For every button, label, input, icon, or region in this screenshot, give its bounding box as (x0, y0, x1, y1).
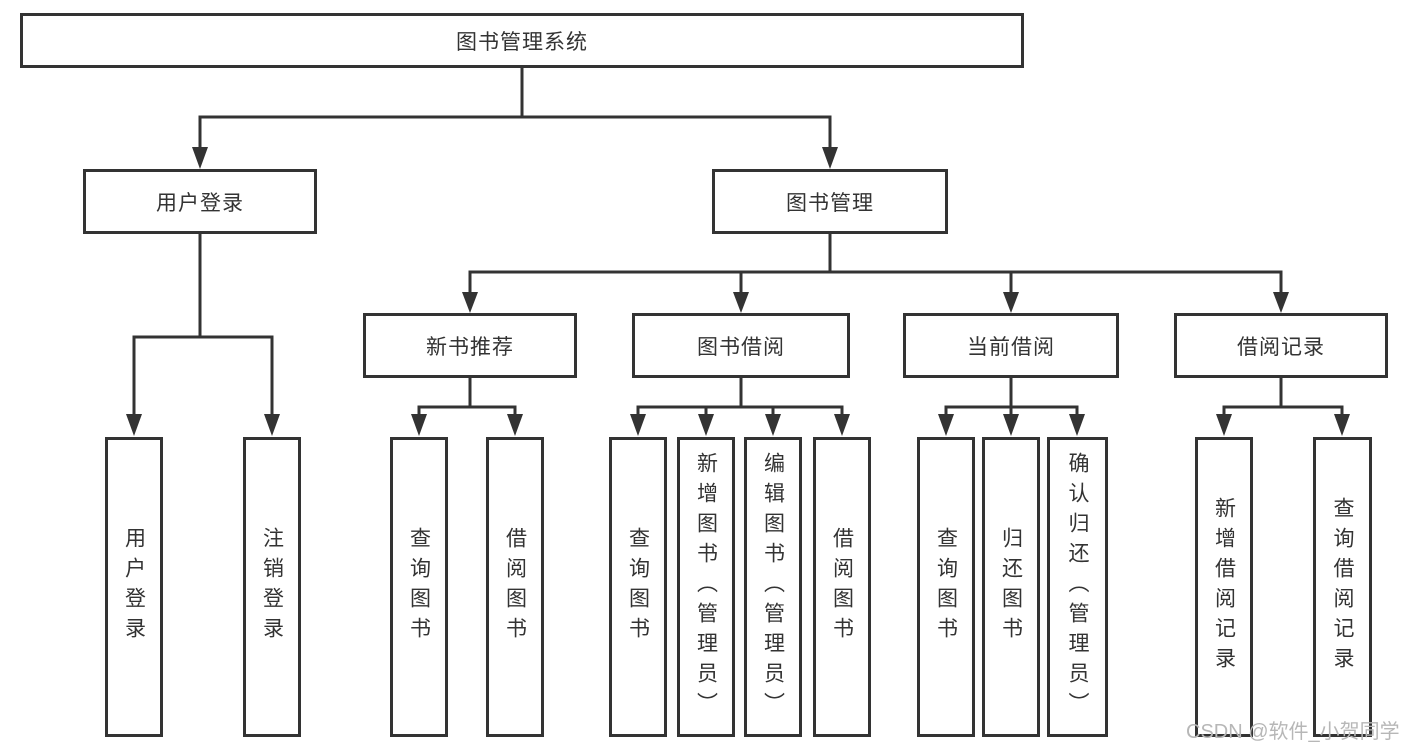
leaf-add-borrow-record-label: 新增借阅记录 (1212, 497, 1236, 677)
watermark: CSDN @软件_小贺同学 (1186, 721, 1400, 743)
leaf-query-books-1: 查询图书 (390, 437, 448, 737)
leaf-borrow-books-1: 借阅图书 (486, 437, 544, 737)
node-root: 图书管理系统 (20, 13, 1024, 68)
leaf-query-borrow-record-label: 查询借阅记录 (1331, 497, 1354, 677)
node-current-borrow-label: 当前借阅 (967, 335, 1055, 359)
leaf-borrow-books-2-label: 借阅图书 (830, 527, 854, 647)
leaf-confirm-return-admin-label: 确认归还（管理员） (1066, 452, 1089, 722)
leaf-logout-label: 注销登录 (260, 527, 284, 647)
leaf-user-login: 用户登录 (105, 437, 163, 737)
node-user-login: 用户登录 (83, 169, 317, 234)
node-user-login-label: 用户登录 (156, 191, 244, 215)
leaf-edit-book-admin: 编辑图书（管理员） (744, 437, 802, 737)
leaf-query-books-3: 查询图书 (917, 437, 975, 737)
leaf-logout: 注销登录 (243, 437, 301, 737)
leaf-borrow-books-2: 借阅图书 (813, 437, 871, 737)
leaf-user-login-label: 用户登录 (122, 527, 146, 647)
node-book-borrow-label: 图书借阅 (697, 335, 785, 359)
leaf-return-book: 归还图书 (982, 437, 1040, 737)
leaf-add-book-admin: 新增图书（管理员） (677, 437, 735, 737)
leaf-query-borrow-record: 查询借阅记录 (1313, 437, 1372, 737)
node-new-book-recommend: 新书推荐 (363, 313, 577, 378)
leaf-query-books-2-label: 查询图书 (626, 527, 650, 647)
leaf-query-books-2: 查询图书 (609, 437, 667, 737)
node-current-borrow: 当前借阅 (903, 313, 1119, 378)
leaf-edit-book-admin-label: 编辑图书（管理员） (761, 452, 785, 722)
leaf-add-borrow-record: 新增借阅记录 (1195, 437, 1253, 737)
leaf-query-books-3-label: 查询图书 (934, 527, 958, 647)
node-borrow-records: 借阅记录 (1174, 313, 1388, 378)
node-book-management: 图书管理 (712, 169, 948, 234)
node-root-label: 图书管理系统 (456, 30, 588, 54)
node-book-management-label: 图书管理 (786, 191, 874, 215)
leaf-return-book-label: 归还图书 (999, 527, 1023, 647)
node-book-borrow: 图书借阅 (632, 313, 850, 378)
tree-edges (132, 68, 1344, 420)
leaf-query-books-1-label: 查询图书 (407, 527, 431, 647)
node-borrow-records-label: 借阅记录 (1237, 335, 1325, 359)
node-new-book-recommend-label: 新书推荐 (426, 335, 514, 359)
leaf-confirm-return-admin: 确认归还（管理员） (1047, 437, 1108, 737)
leaf-borrow-books-1-label: 借阅图书 (503, 527, 527, 647)
leaf-add-book-admin-label: 新增图书（管理员） (694, 452, 718, 722)
